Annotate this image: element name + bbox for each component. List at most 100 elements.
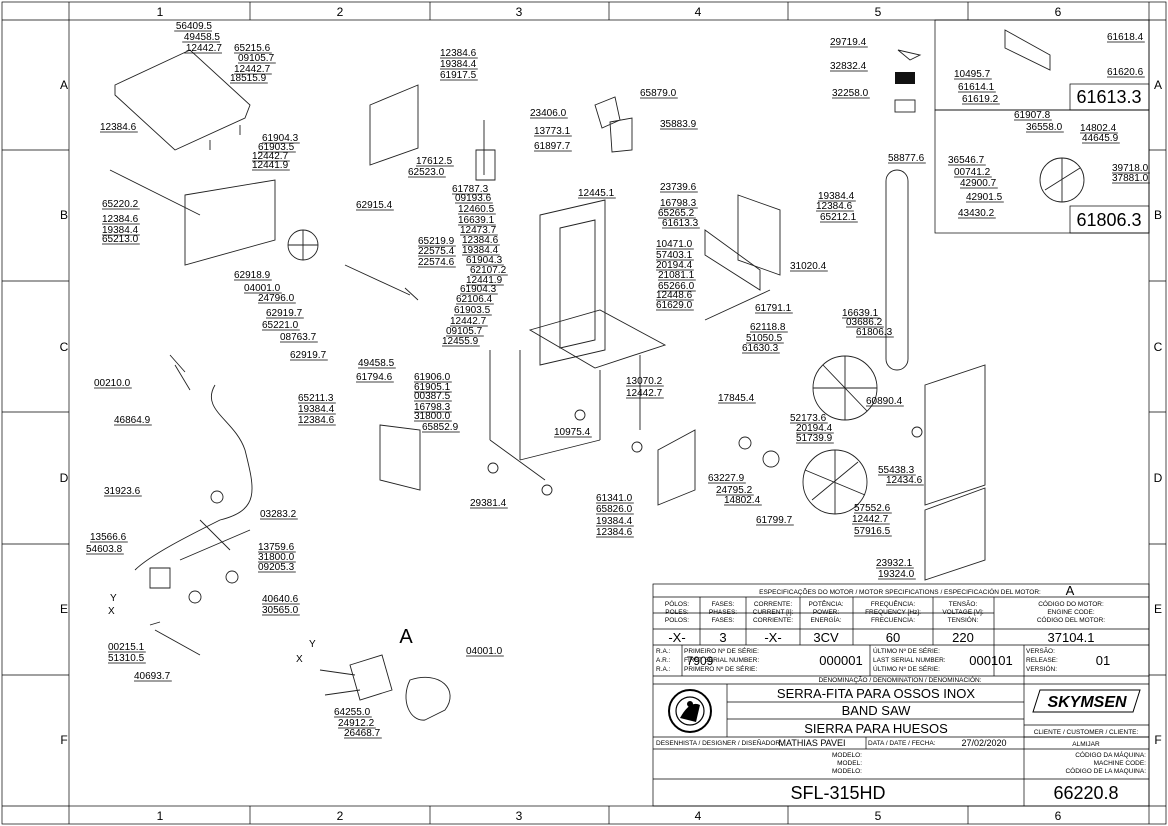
model-label-3: MODELO:	[832, 768, 862, 775]
part-callout-right-upper: 65212.1	[820, 212, 857, 223]
part-callout-center-column: 12442.7	[450, 316, 487, 327]
motor-letter: A	[1066, 583, 1075, 598]
part-callout-electrical: 31923.6	[104, 486, 141, 497]
part-callout-top-left: 12384.6	[100, 122, 137, 133]
part-callout-motor: 04001.0	[466, 646, 503, 657]
motor-spec-value: -X-	[668, 630, 685, 645]
part-callout-lower-wheel: 55438.3	[878, 465, 915, 476]
part-callout-center-column: 12473.7	[460, 225, 497, 236]
motor-spec-value: -X-	[764, 630, 781, 645]
brand-logo: SKYMSEN	[1032, 689, 1141, 713]
motor-spec-label: ENGINE CODE:	[1047, 609, 1095, 616]
motor-spec-label: FASES:	[712, 601, 735, 608]
part-callout-lower-wheel: 60890.4	[866, 396, 903, 407]
first-serial-value: 000001	[819, 653, 862, 668]
part-callout-lower-wheel: 61806.3	[856, 327, 893, 338]
part-callout-blade-guide: 61629.0	[656, 300, 693, 311]
part-callout-center-column: 12384.6	[462, 235, 499, 246]
part-callout-detail-61806: 37881.0	[1112, 173, 1149, 184]
motor-spec-label: POWER:	[813, 609, 840, 616]
zone-col-bottom: 6	[1055, 809, 1062, 823]
part-callout-detail-61613: 10495.7	[954, 69, 991, 80]
part-callout-center-column: 61905.1	[414, 382, 451, 393]
part-callout-lower-right: 57552.6	[854, 503, 891, 514]
part-callout-right-upper: 19384.4	[818, 191, 855, 202]
zone-col-bottom: 3	[516, 809, 523, 823]
part-callout-lower-wheel: 12434.6	[886, 475, 923, 486]
motor-spec-value: 37104.1	[1048, 630, 1095, 645]
motor-spec-label: VOLTAGE [V]:	[942, 609, 983, 616]
client-label: CLIENTE / CUSTOMER / CLIENTE:	[1034, 729, 1139, 736]
part-callout-electrical: 09205.3	[258, 562, 295, 573]
part-callout-right-upper: 13070.2	[626, 376, 663, 387]
ra-label-1: R.A.:	[656, 648, 671, 655]
zone-row-right: C	[1154, 340, 1163, 354]
part-callout-shaft: 22574.6	[418, 257, 455, 268]
part-callout-left-panel: 65213.0	[102, 234, 139, 245]
part-callout-blade-guide: 61791.1	[755, 303, 792, 314]
last-serial-label-3: ÚLTIMO Nº DE SÉRIE:	[873, 664, 940, 673]
part-callout-detail-61806: 42900.7	[960, 178, 997, 189]
part-callout-detail-61806: 44645.9	[1082, 133, 1119, 144]
detail-61613-label: 61613.3	[1076, 87, 1141, 107]
part-callout-left-panel: 12384.6	[102, 214, 139, 225]
part-callout-center-column: 29381.4	[470, 498, 507, 509]
part-callout-electrical: 13566.6	[90, 532, 127, 543]
part-callout-lower-right: 57916.5	[854, 526, 891, 537]
part-callout-motor: 26468.7	[344, 728, 381, 739]
ra-label-2: A.R.:	[656, 657, 671, 664]
part-callout-center-column: 65852.9	[422, 422, 459, 433]
part-callout-blade-guide: 61613.3	[662, 218, 699, 229]
part-callout-blade-guide: 10471.0	[656, 239, 693, 250]
part-callout-center-column: 16639.1	[458, 215, 495, 226]
part-callout-left-panel: 08763.7	[280, 332, 317, 343]
zone-col-bottom: 4	[695, 809, 702, 823]
part-callout-motor: 24912.2	[338, 718, 375, 729]
part-callout-lower-wheel: 24795.2	[716, 485, 753, 496]
part-callout-left-cover: 65211.3	[298, 393, 334, 404]
motor-spec-label: FREQUÊNCIA:	[871, 599, 916, 608]
part-callout-upper-center: 19384.4	[440, 59, 477, 70]
part-callout-detail-top: 32832.4	[830, 61, 867, 72]
zone-row-right: E	[1154, 602, 1162, 616]
part-callout-center-column: 12441.9	[466, 275, 503, 286]
part-callout-motor-wires: X	[108, 606, 115, 617]
zone-row-left: C	[60, 340, 69, 354]
zone-col-bottom: 5	[875, 809, 882, 823]
part-callout-cover-right: 65826.0	[596, 504, 633, 515]
part-callout-upper-center: 35883.9	[660, 119, 697, 130]
motor-spec-label: TENSIÓN:	[948, 615, 979, 624]
part-callout-upper-center: 17612.5	[416, 156, 453, 167]
part-callout-electrical: 54603.8	[86, 544, 123, 555]
date-value: 27/02/2020	[961, 738, 1006, 748]
part-callout-left-panel: 65220.2	[102, 199, 139, 210]
version-label-2: RELEASE:	[1026, 657, 1058, 664]
zone-row-left: F	[60, 733, 67, 747]
part-callout-blade-guide: 57403.1	[656, 250, 693, 261]
part-callout-upper-center: 61897.7	[534, 141, 571, 152]
part-callout-electrical: 46864.9	[114, 415, 151, 426]
part-callout-electrical: 40640.6	[262, 594, 299, 605]
machine-code-label-1: CÓDIGO DA MÁQUINA:	[1075, 750, 1146, 759]
part-callout-shaft: 65219.9	[418, 236, 455, 247]
part-callout-motor: 64255.0	[334, 707, 371, 718]
date-label: DATA / DATE / FECHA:	[868, 740, 936, 747]
part-callout-top-left: 61903.5	[258, 142, 295, 153]
motor-spec-columns: PÓLOS:POLES:POLOS:FASES:PHASES:FASES:COR…	[665, 599, 1105, 624]
part-callout-electrical: 51310.5	[108, 653, 145, 664]
last-serial-value: 000101	[969, 653, 1012, 668]
part-callout-detail-61806: 43430.2	[958, 208, 995, 219]
part-callout-detail-61613: 61614.1	[958, 82, 995, 93]
motor-spec-label: FASES:	[712, 617, 735, 624]
motor-spec-label: PÓLOS:	[665, 599, 689, 608]
part-callout-center-column: 09193.6	[455, 193, 492, 204]
part-callout-center-column: 62107.2	[470, 265, 507, 276]
part-callout-detail-61613: 61620.6	[1107, 67, 1144, 78]
part-callout-electrical: 30565.0	[262, 605, 299, 616]
part-callout-top-left: 61904.3	[262, 133, 299, 144]
part-callout-top-left: 09105.7	[238, 53, 275, 64]
part-callout-right-upper: 12384.6	[816, 201, 853, 212]
